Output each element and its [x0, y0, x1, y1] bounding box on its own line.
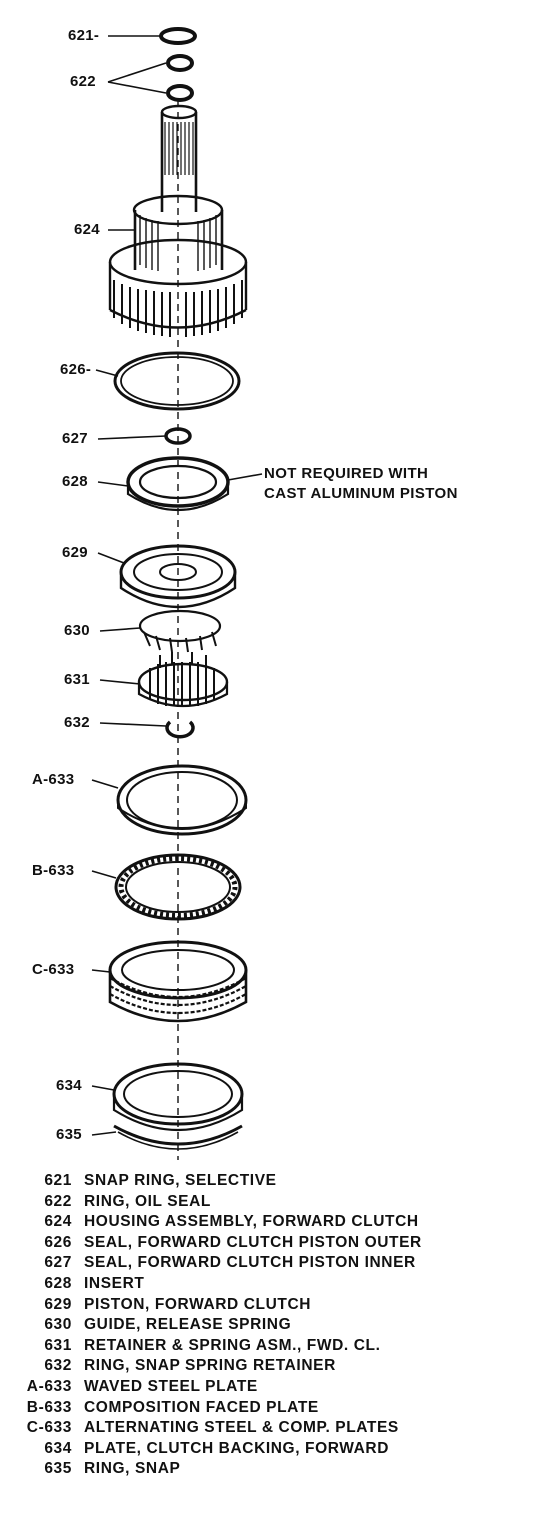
callout-631: 631 — [64, 671, 90, 688]
legend-part-number: 628 — [44, 1275, 72, 1292]
part-B-633-composition-faced-plate — [114, 853, 242, 921]
part-A-633-waved-steel-plate — [116, 764, 248, 836]
legend-part-number: 630 — [44, 1316, 72, 1334]
leader-lines — [91, 35, 263, 1136]
part-624-housing-assembly — [108, 104, 248, 337]
legend-row: 621 SNAP RING, SELECTIVE — [0, 1172, 544, 1192]
legend-row: 626 SEAL, FORWARD CLUTCH PISTON OUTER — [0, 1234, 544, 1254]
callout-635: 635 — [56, 1126, 82, 1143]
part-634-backing-plate — [112, 1062, 244, 1132]
legend-part-number: 624 — [44, 1213, 72, 1231]
legend-part-description: GUIDE, RELEASE SPRING — [84, 1316, 292, 1334]
legend-part-number: 622 — [44, 1192, 72, 1210]
legend-row: 635 RING, SNAP — [0, 1460, 544, 1480]
callout-629: 629 — [62, 544, 88, 561]
legend-part-description: RING, SNAP — [84, 1460, 181, 1478]
legend-part-number: A-633 — [26, 1378, 72, 1395]
legend-row: 630 GUIDE, RELEASE SPRING — [0, 1316, 544, 1336]
callout-A-633: A-633 — [32, 771, 75, 788]
legend-row: B-633 COMPOSITION FACED PLATE — [0, 1399, 544, 1419]
callout-627: 627 — [62, 430, 88, 447]
legend-part-description: RING, SNAP SPRING RETAINER — [84, 1357, 336, 1375]
legend-part-description: PISTON, FORWARD CLUTCH — [84, 1295, 312, 1313]
callout-B-633: B-633 — [32, 862, 75, 879]
legend-part-description: SNAP RING, SELECTIVE — [84, 1172, 277, 1189]
legend-row: C-633 ALTERNATING STEEL & COMP. PLATES — [0, 1419, 544, 1439]
legend-part-number: 629 — [44, 1295, 72, 1313]
legend-part-description: WAVED STEEL PLATE — [84, 1378, 258, 1395]
legend-row: 622 RING, OIL SEAL — [0, 1193, 544, 1213]
callout-624: 624 — [74, 221, 100, 238]
legend-part-description: SEAL, FORWARD CLUTCH PISTON INNER — [84, 1254, 416, 1272]
legend-part-description: RETAINER & SPRING ASM., FWD. CL. — [84, 1336, 381, 1354]
legend-part-description: HOUSING ASSEMBLY, FORWARD CLUTCH — [84, 1213, 419, 1231]
callout-634: 634 — [56, 1077, 82, 1094]
legend-row: 627 SEAL, FORWARD CLUTCH PISTON INNER — [0, 1254, 544, 1274]
part-622-oil-seal-rings — [166, 54, 194, 102]
legend-part-description: INSERT — [84, 1275, 145, 1292]
legend-part-number: 626 — [44, 1233, 72, 1251]
legend-part-number: B-633 — [26, 1398, 72, 1416]
part-621-snap-ring — [159, 27, 197, 45]
callout-628: 628 — [62, 473, 88, 490]
part-629-piston — [119, 544, 237, 609]
note-line-2: CAST ALUMINUM PISTON — [264, 485, 458, 502]
legend-part-number: 635 — [44, 1460, 72, 1478]
callout-C-633: C-633 — [32, 961, 75, 978]
part-635-snap-ring — [113, 1124, 243, 1150]
legend-row: 632 RING, SNAP SPRING RETAINER — [0, 1357, 544, 1377]
legend-row: A-633 WAVED STEEL PLATE — [0, 1378, 544, 1398]
parts-illustration — [91, 27, 263, 1160]
legend-row: 624 HOUSING ASSEMBLY, FORWARD CLUTCH — [0, 1213, 544, 1233]
legend-part-description: SEAL, FORWARD CLUTCH PISTON OUTER — [84, 1233, 422, 1251]
legend-part-number: 634 — [44, 1439, 72, 1457]
legend-part-description: COMPOSITION FACED PLATE — [84, 1398, 319, 1416]
legend-part-number: 632 — [44, 1357, 72, 1375]
legend-part-number: 621 — [44, 1172, 72, 1189]
part-C-633-alternating-plates — [108, 940, 248, 1023]
legend-part-number: 631 — [44, 1336, 72, 1354]
legend-part-description: ALTERNATING STEEL & COMP. PLATES — [84, 1419, 399, 1437]
legend-part-description: PLATE, CLUTCH BACKING, FORWARD — [84, 1439, 390, 1457]
callout-621: 621- — [68, 27, 100, 44]
legend-part-description: RING, OIL SEAL — [84, 1192, 211, 1210]
part-631-retainer-spring-assembly — [137, 652, 229, 708]
callout-630: 630 — [64, 622, 90, 639]
legend-row: 631 RETAINER & SPRING ASM., FWD. CL. — [0, 1337, 544, 1357]
legend-row: 634 PLATE, CLUTCH BACKING, FORWARD — [0, 1440, 544, 1460]
callout-626: 626- — [60, 361, 92, 378]
callout-622: 622 — [70, 73, 96, 90]
part-628-insert — [126, 456, 230, 511]
part-630-release-spring-guide — [138, 609, 222, 653]
legend-row: 629 PISTON, FORWARD CLUTCH — [0, 1296, 544, 1316]
part-632-snap-ring — [165, 720, 195, 739]
legend-part-number: C-633 — [26, 1419, 72, 1437]
callout-632: 632 — [64, 714, 90, 731]
legend-part-number: 627 — [44, 1254, 72, 1272]
note-line-1: NOT REQUIRED WITH — [264, 465, 429, 482]
part-626-outer-seal — [113, 351, 241, 411]
legend-row: 628 INSERT — [0, 1275, 544, 1295]
